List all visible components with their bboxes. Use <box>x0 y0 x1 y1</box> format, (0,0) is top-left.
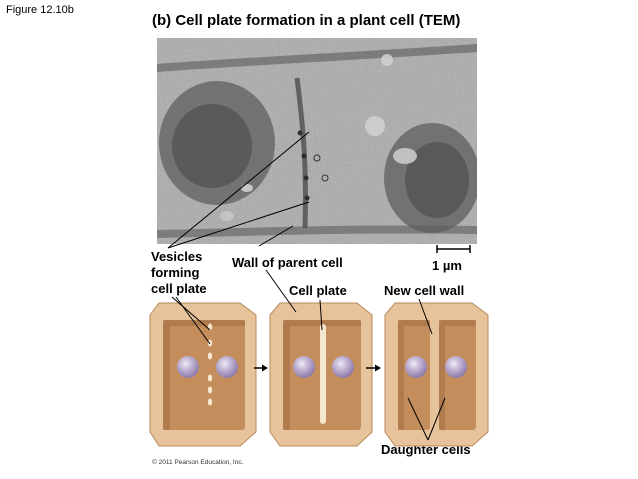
leader-vesicles-cell-1 <box>171 296 211 331</box>
cell-stage-1 <box>149 302 257 447</box>
scale-bar-label: 1 µm <box>432 258 462 273</box>
nucleus-3b <box>445 356 467 378</box>
nucleus-2a <box>293 356 315 378</box>
copyright-notice: © 2011 Pearson Education, Inc. <box>152 459 244 466</box>
leader-wall-parent-cell <box>265 269 297 313</box>
leader-daughter-cell-right <box>427 397 446 441</box>
leader-new-cell-wall <box>418 298 433 335</box>
leader-vesicles-tem-2 <box>167 201 310 249</box>
wall-of-parent-cell-label: Wall of parent cell <box>232 255 343 270</box>
leader-vesicles-cell-2 <box>175 296 211 345</box>
leader-wall-parent-tem <box>258 225 294 247</box>
nucleus-1a <box>177 356 199 378</box>
leader-cell-plate <box>319 299 323 331</box>
leader-lines <box>167 131 446 441</box>
cell-stage-3 <box>384 302 489 447</box>
leader-daughter-cell-left <box>407 397 429 441</box>
new-cell-wall <box>430 318 439 432</box>
cell-plate <box>320 324 326 424</box>
figure-title: (b) Cell plate formation in a plant cell… <box>152 12 461 29</box>
cell-plate-label: Cell plate <box>289 283 347 298</box>
vesicles-label-line3: cell plate <box>151 281 207 296</box>
scale-bar <box>436 245 471 253</box>
new-cell-wall-label: New cell wall <box>384 283 465 298</box>
arrow-stage-1-to-2 <box>254 364 268 372</box>
tem-texture <box>157 38 477 244</box>
nucleus-2b <box>332 356 354 378</box>
tem-micrograph <box>157 38 477 244</box>
leader-vesicles-tem-1 <box>167 131 310 249</box>
vesicles-label-line2: forming <box>151 265 200 280</box>
figure-label: Figure 12.10b <box>6 4 74 16</box>
nucleus-3a <box>405 356 427 378</box>
arrow-stage-2-to-3 <box>366 364 381 372</box>
vesicles-label-line1: Vesicles <box>151 249 203 264</box>
cell-stage-2 <box>269 302 373 447</box>
nucleus-1b <box>216 356 238 378</box>
